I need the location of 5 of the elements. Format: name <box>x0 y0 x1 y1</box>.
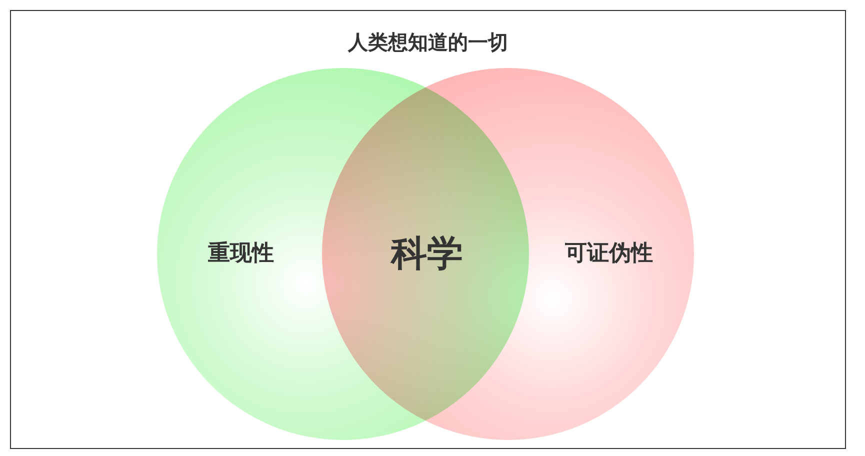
circle-label: 重现性 <box>208 240 274 268</box>
diagram-title: 人类想知道的一切 <box>346 29 509 56</box>
diagram-frame <box>10 10 846 449</box>
intersection-label: 科学 <box>391 232 463 276</box>
circle-label: 可证伪性 <box>565 240 653 268</box>
